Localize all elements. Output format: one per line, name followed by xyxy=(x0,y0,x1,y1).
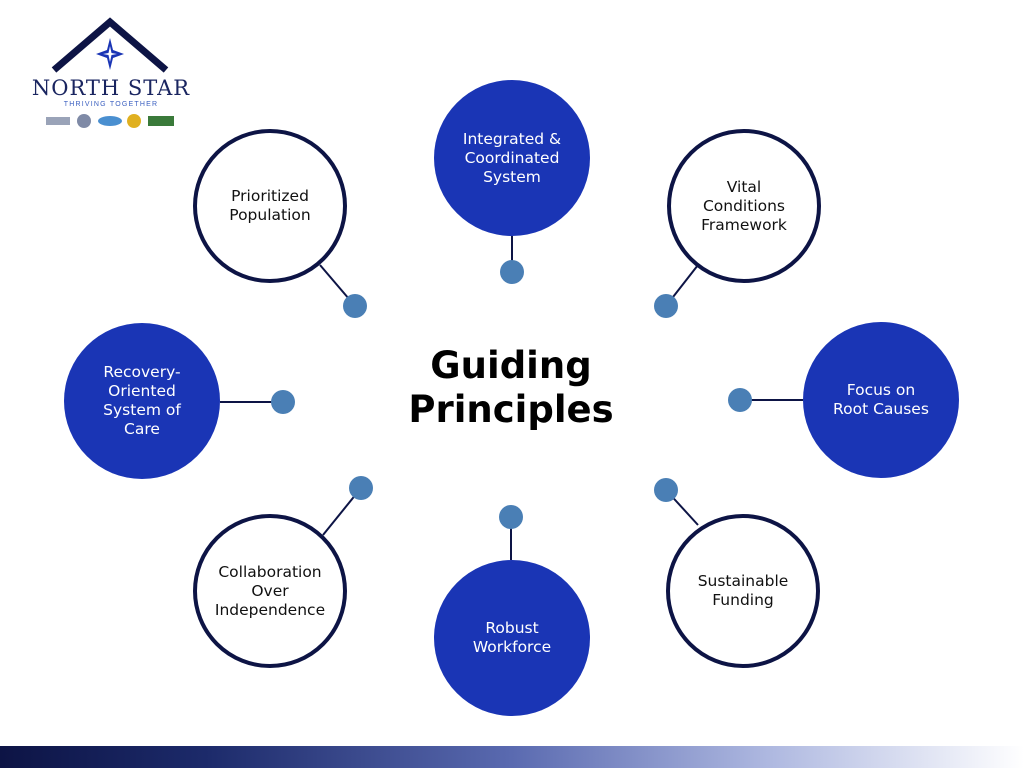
node-collaboration-label: Collaboration Over Independence xyxy=(214,562,326,619)
node-robust-workforce: Robust Workforce xyxy=(434,560,590,716)
dot-root-causes xyxy=(728,388,752,412)
roof-star-icon xyxy=(51,17,169,73)
node-sustainable-funding-label: Sustainable Funding xyxy=(697,572,789,609)
diagram-title: Guiding Principles xyxy=(408,344,614,431)
node-root-causes: Focus on Root Causes xyxy=(803,322,959,478)
dot-recovery xyxy=(271,390,295,414)
logo-tagline: THRIVING TOGETHER xyxy=(63,101,159,108)
node-prioritized: Prioritized Population xyxy=(193,129,347,283)
north-star-logo: NORTH STAR THRIVING TOGETHER xyxy=(18,16,204,134)
node-sustainable-funding: Sustainable Funding xyxy=(666,514,820,668)
node-robust-workforce-label: Robust Workforce xyxy=(472,619,552,656)
partner-logos-icon xyxy=(46,114,174,128)
dot-vital-conditions xyxy=(654,294,678,318)
dot-robust-workforce xyxy=(499,505,523,529)
logo-wordmark: NORTH STAR xyxy=(31,76,191,100)
node-recovery: Recovery- Oriented System of Care xyxy=(64,323,220,479)
node-recovery-label: Recovery- Oriented System of Care xyxy=(103,363,181,438)
node-prioritized-label: Prioritized Population xyxy=(229,187,311,224)
node-root-causes-label: Focus on Root Causes xyxy=(833,381,929,418)
node-vital-conditions: Vital Conditions Framework xyxy=(667,129,821,283)
node-integrated-label: Integrated & Coordinated System xyxy=(462,129,562,186)
footer-gradient-bar xyxy=(0,746,1024,768)
dot-prioritized xyxy=(343,294,367,318)
dot-integrated xyxy=(500,260,524,284)
dot-sustainable-funding xyxy=(654,478,678,502)
node-integrated: Integrated & Coordinated System xyxy=(434,80,590,236)
node-vital-conditions-label: Vital Conditions Framework xyxy=(701,177,787,234)
node-collaboration: Collaboration Over Independence xyxy=(193,514,347,668)
dot-collaboration xyxy=(349,476,373,500)
